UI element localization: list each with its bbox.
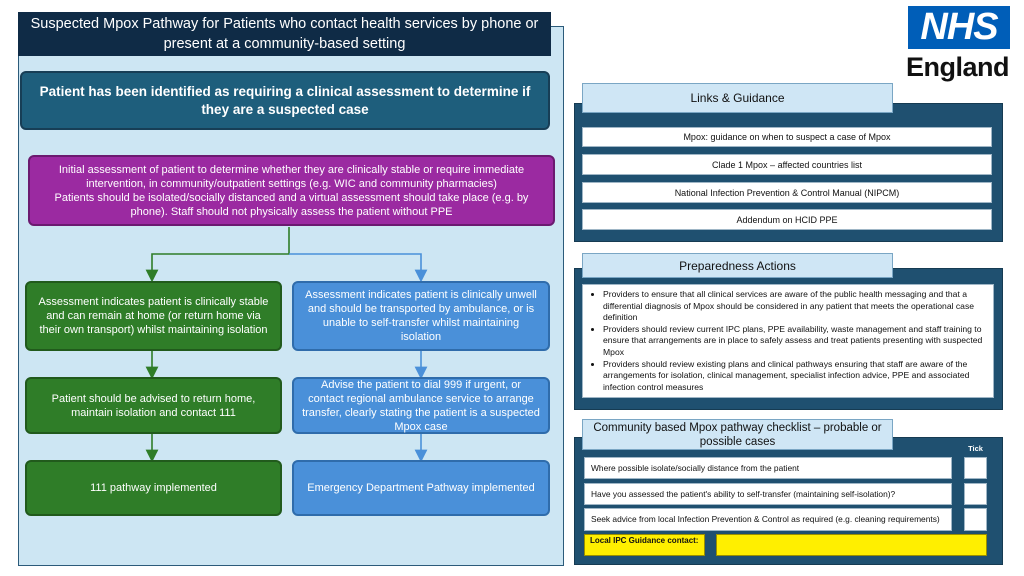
- preparedness-item: Providers should review existing plans a…: [603, 359, 987, 394]
- checklist-item-label: Where possible isolate/socially distance…: [591, 462, 800, 473]
- links-header-text: Links & Guidance: [690, 91, 785, 105]
- checklist-header-text: Community based Mpox pathway checklist –…: [593, 421, 882, 448]
- link-hcid-ppe[interactable]: Addendum on HCID PPE: [582, 209, 992, 230]
- initial-assessment-box: Initial assessment of patient to determi…: [28, 155, 555, 226]
- nhs-logo: NHS: [908, 6, 1010, 49]
- preparedness-header-text: Preparedness Actions: [679, 258, 796, 273]
- tick-checkbox-isolate[interactable]: [964, 457, 987, 479]
- checklist-item-self-transfer: Have you assessed the patient's ability …: [584, 483, 952, 505]
- pathway-111-text: 111 pathway implemented: [90, 482, 217, 494]
- link-clade-countries-label[interactable]: Clade 1 Mpox – affected countries list: [712, 159, 862, 170]
- return-home-advice-text: Patient should be advised to return home…: [51, 392, 256, 419]
- preparedness-list-box: Providers to ensure that all clinical se…: [582, 284, 994, 398]
- checklist-item-label: Seek advice from local Infection Prevent…: [591, 514, 940, 525]
- link-nipcm[interactable]: National Infection Prevention & Control …: [582, 182, 992, 203]
- emergency-department-text: Emergency Department Pathway implemented: [307, 482, 535, 494]
- tick-checkbox-self-transfer[interactable]: [964, 483, 987, 505]
- stable-assessment-box: Assessment indicates patient is clinical…: [25, 281, 282, 351]
- link-mpox-guidance-label[interactable]: Mpox: guidance on when to suspect a case…: [683, 132, 891, 142]
- ambulance-advice-text: Advise the patient to dial 999 if urgent…: [302, 378, 540, 433]
- link-nipcm-label[interactable]: National Infection Prevention & Control …: [674, 187, 900, 198]
- preparedness-item: Providers to ensure that all clinical se…: [603, 289, 987, 324]
- return-home-advice-box: Patient should be advised to return home…: [25, 377, 282, 434]
- tick-column-label: Tick: [968, 444, 983, 453]
- nhs-region-name: England: [906, 52, 1010, 82]
- preparedness-list: Providers to ensure that all clinical se…: [587, 289, 987, 393]
- clinical-assessment-box: Patient has been identified as requiring…: [20, 71, 550, 130]
- preparedness-item: Providers should review current IPC plan…: [603, 324, 987, 359]
- isolation-instruction-text: Patients should be isolated/socially dis…: [54, 191, 529, 218]
- checklist-item-isolate: Where possible isolate/socially distance…: [584, 457, 952, 479]
- page-title-text: Suspected Mpox Pathway for Patients who …: [30, 16, 539, 52]
- tick-checkbox-ipc-advice[interactable]: [964, 508, 987, 531]
- checklist-item-ipc-advice: Seek advice from local Infection Prevent…: [584, 508, 952, 531]
- link-clade-countries[interactable]: Clade 1 Mpox – affected countries list: [582, 154, 992, 175]
- link-mpox-guidance[interactable]: Mpox: guidance on when to suspect a case…: [582, 127, 992, 147]
- checklist-item-label: Have you assessed the patient's ability …: [591, 488, 896, 499]
- clinical-assessment-text: Patient has been identified as requiring…: [39, 83, 531, 117]
- stable-assessment-text: Assessment indicates patient is clinical…: [38, 296, 269, 336]
- local-ipc-contact-field[interactable]: [716, 534, 987, 556]
- pathway-111-box: 111 pathway implemented: [25, 460, 282, 516]
- nhs-logo-text: NHS: [920, 6, 998, 48]
- initial-assessment-text: Initial assessment of patient to determi…: [58, 163, 525, 190]
- unwell-assessment-box: Assessment indicates patient is clinical…: [292, 281, 550, 351]
- link-hcid-ppe-label[interactable]: Addendum on HCID PPE: [736, 214, 838, 225]
- checklist-header: Community based Mpox pathway checklist –…: [582, 419, 893, 450]
- page-title: Suspected Mpox Pathway for Patients who …: [18, 12, 551, 56]
- local-ipc-label: Local IPC Guidance contact:: [584, 534, 705, 556]
- ambulance-advice-box: Advise the patient to dial 999 if urgent…: [292, 377, 550, 434]
- unwell-assessment-text: Assessment indicates patient is clinical…: [305, 289, 537, 343]
- preparedness-header: Preparedness Actions: [582, 253, 893, 278]
- links-header: Links & Guidance: [582, 83, 893, 113]
- emergency-department-box: Emergency Department Pathway implemented: [292, 460, 550, 516]
- connector-split: [145, 227, 428, 283]
- local-ipc-label-text: Local IPC Guidance contact:: [590, 536, 699, 545]
